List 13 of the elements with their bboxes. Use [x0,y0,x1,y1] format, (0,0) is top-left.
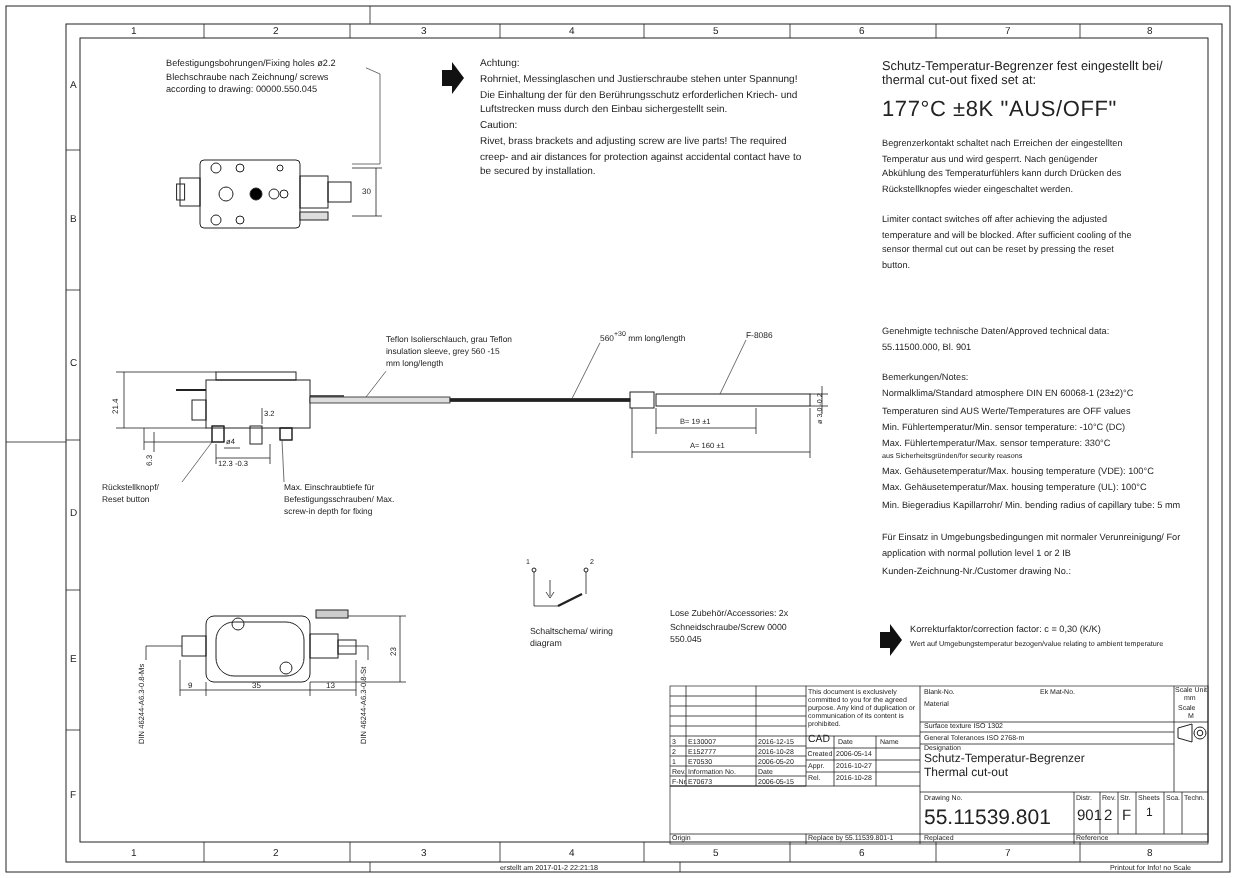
title-block-text: 55.11539.801 [924,805,1051,831]
leader-line [181,441,213,483]
leader-line [365,370,387,398]
leader-line [281,439,285,483]
insulation-sleeve [309,396,451,404]
thermal-cutout-top-view-drawing [176,156,352,232]
reset-button [211,425,225,443]
leader-line [571,342,601,399]
temperature-setting: 177°C ±8K "AUS/OFF" [882,98,1117,122]
screw-hole [279,427,293,441]
leader-line [719,339,747,395]
temperature-sensor [655,393,811,407]
leader-line [351,67,381,165]
